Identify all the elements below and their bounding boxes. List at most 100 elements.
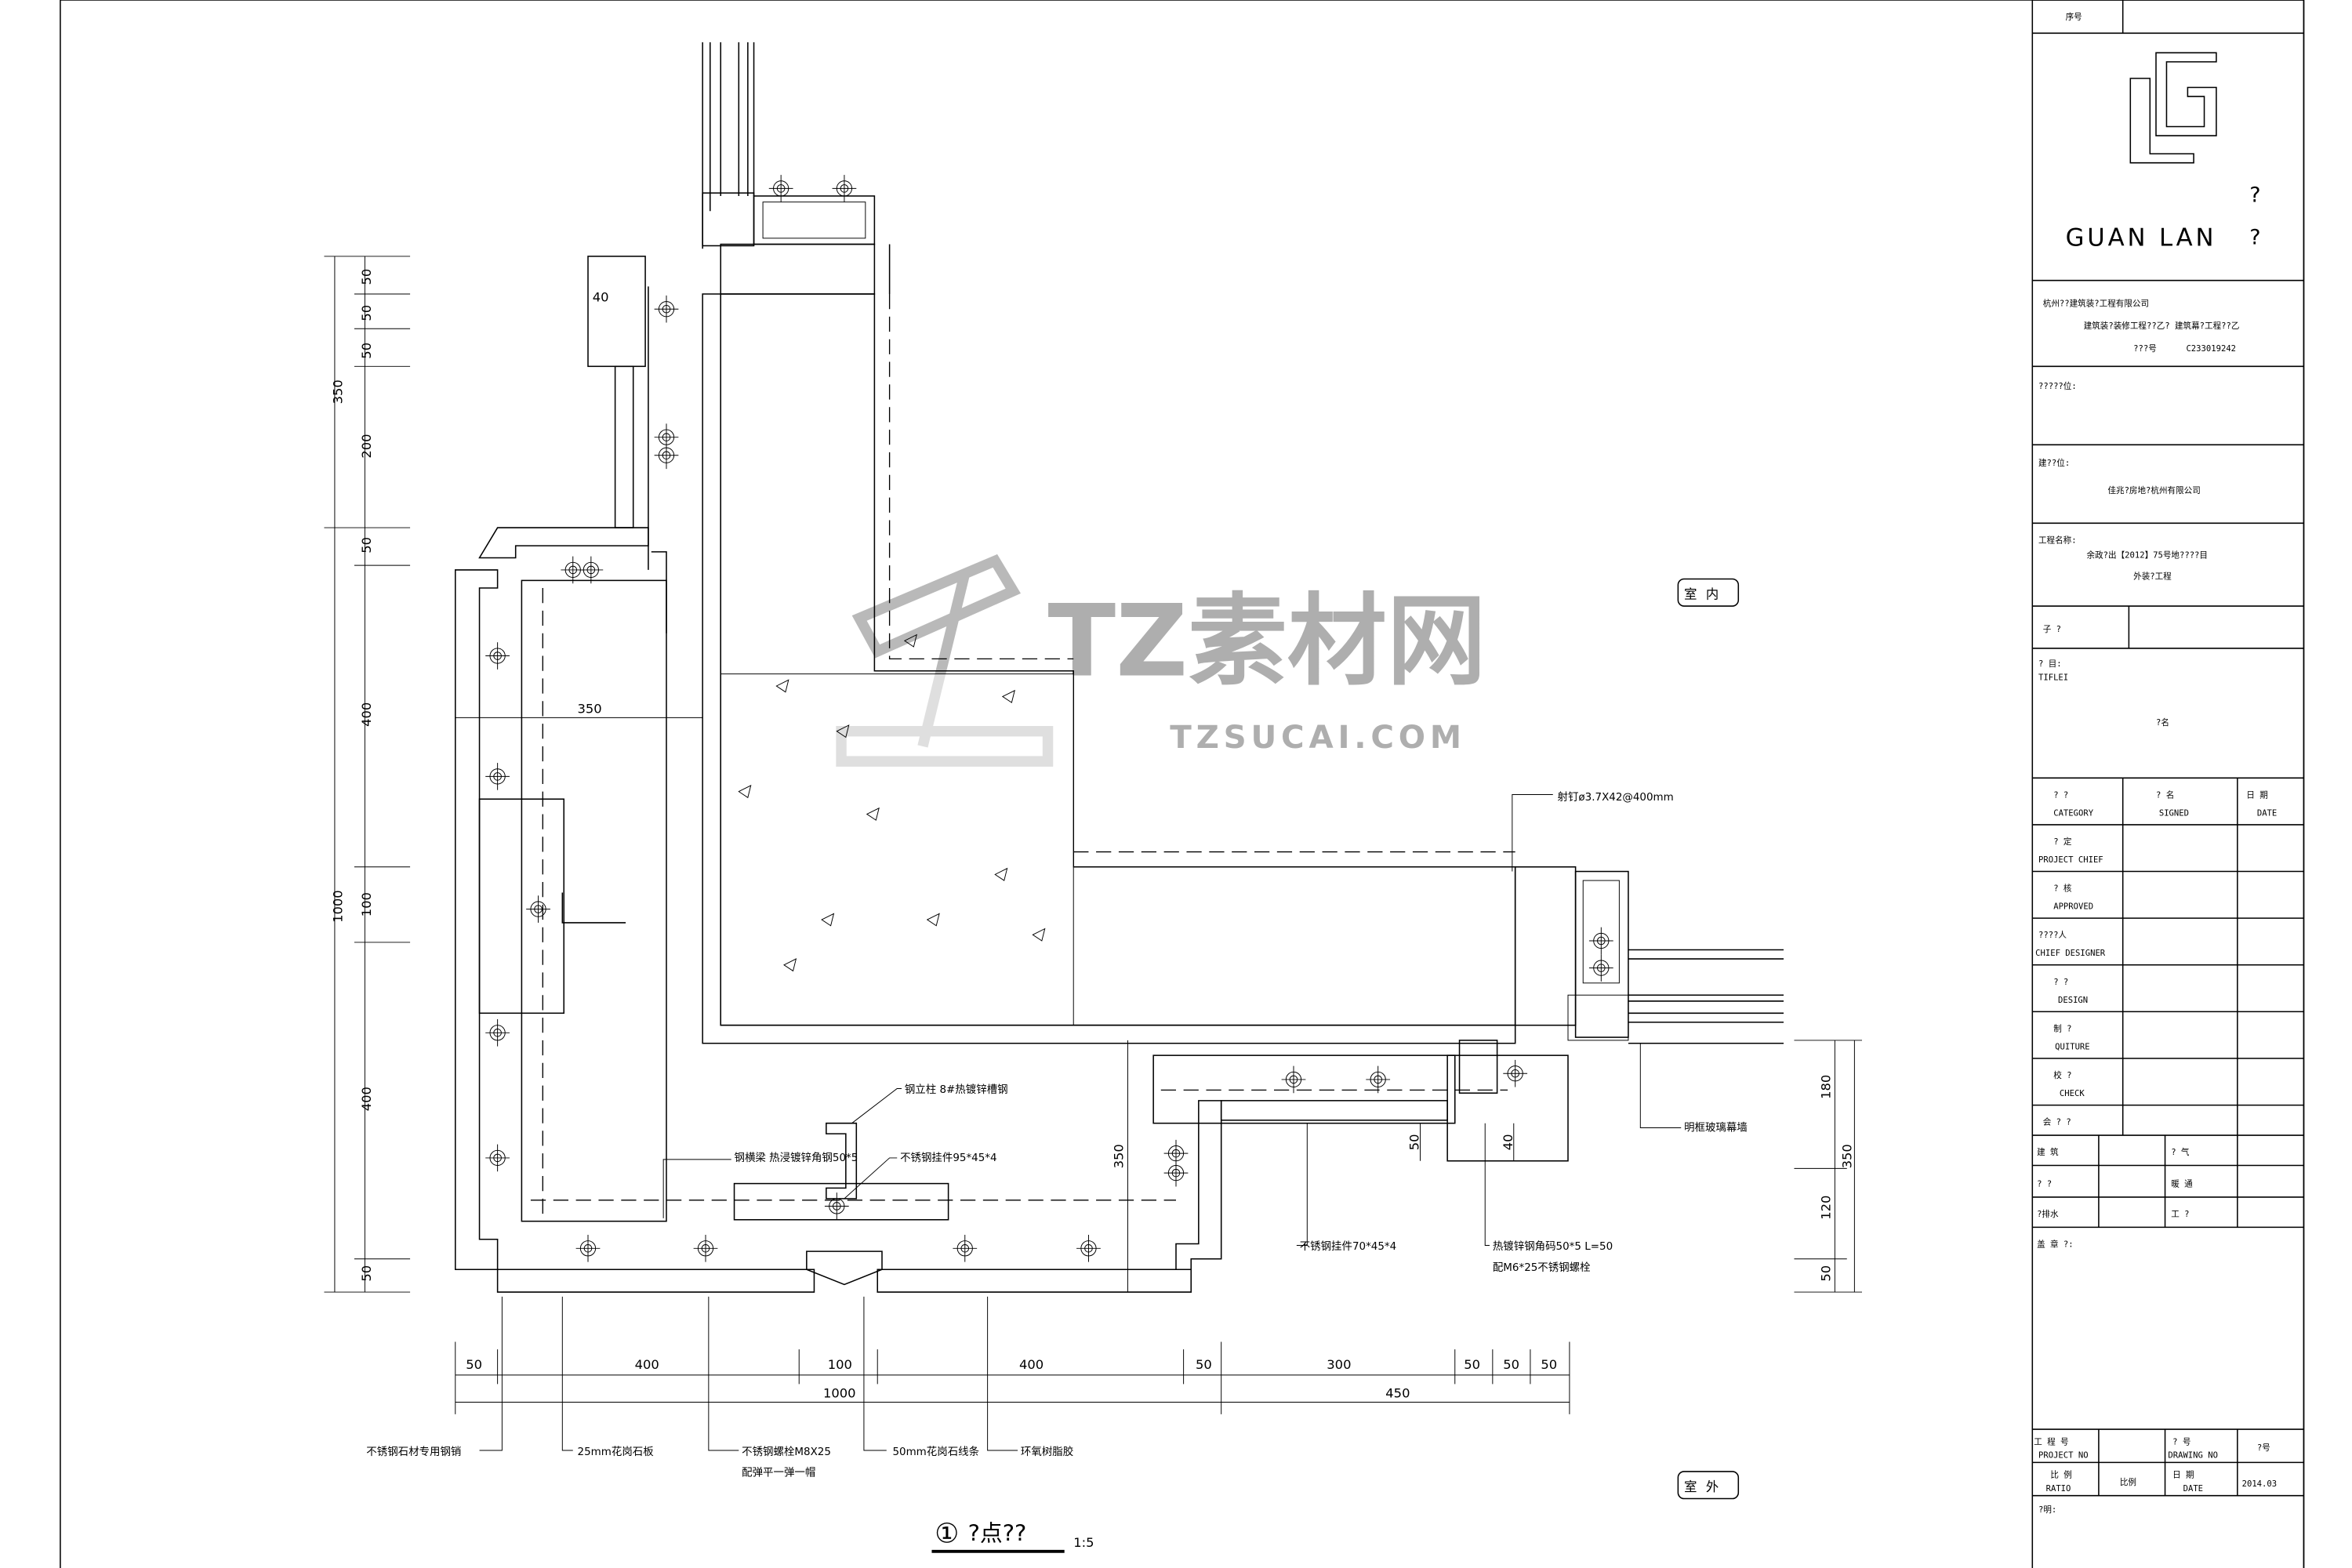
dim-mid-40: 40	[1501, 1134, 1515, 1151]
drawing-title-label: ? 目:	[2038, 659, 2062, 669]
header-date-en: DATE	[2257, 808, 2277, 818]
role-cn: ????人	[2038, 931, 2067, 940]
ratio-cn: 比 例	[2050, 1470, 2071, 1480]
dim-top-40: 40	[593, 290, 609, 305]
callout-glass-wall: 明框玻璃幕墙	[1684, 1120, 1748, 1134]
build-unit-label: 建??位:	[2038, 458, 2070, 468]
dim-left-total-1000: 1000	[331, 890, 346, 923]
callout-hanger-70: 不锈钢挂件70*45*4	[1300, 1240, 1397, 1253]
dim-bottom: 50	[466, 1357, 482, 1372]
role-en: APPROVED	[2053, 902, 2093, 912]
ratio-en: RATIO	[2046, 1484, 2071, 1494]
title-block: 序号 GUAN LAN ? ? 杭州??建筑装?工程有限公司 建筑装?装修工程?…	[2031, 0, 2305, 1568]
callout-steel-column: 钢立柱 8#热镀锌槽钢	[905, 1083, 1008, 1096]
room-label-outside: 室外	[1677, 1471, 1740, 1500]
role-en: CHIEF DESIGNER	[2035, 949, 2106, 958]
discipline: ? 气	[2171, 1147, 2190, 1157]
project-name-line1: 余政?出【2012】75号地????目	[2087, 550, 2208, 561]
dim-right: 180	[1819, 1075, 1834, 1099]
room-label-inside: 室内	[1677, 578, 1740, 607]
drawing-no-cn: ? 号	[2172, 1437, 2190, 1446]
wall-section	[702, 243, 1577, 1044]
dim-bottom: 50	[1464, 1357, 1480, 1372]
svg-text:室外: 室外	[1684, 1479, 1728, 1494]
logo-mark: ?	[2249, 226, 2260, 250]
dim-bottom: 50	[1196, 1357, 1212, 1372]
project-name-line2: 外装?工程	[2133, 571, 2172, 581]
dim-bottom: 50	[1503, 1357, 1519, 1372]
company-logo-icon	[2129, 52, 2217, 164]
dim-bottom-total: 1000	[823, 1386, 856, 1401]
date-value: 2014.03	[2242, 1479, 2278, 1489]
watermark: TZ素材网 TZSUCAI.COM	[836, 554, 1486, 767]
drawing-no-value: ?号	[2257, 1443, 2270, 1453]
concrete-aggregate	[738, 633, 1046, 972]
sheet-border	[60, 0, 2305, 1568]
header-category-en: CATEGORY	[2053, 808, 2094, 818]
detail-number: ①	[935, 1518, 959, 1549]
dim-inner-350: 350	[578, 702, 602, 717]
dimensions-left: 350 1000 50 50 50 200 50 400 100 400 50 …	[324, 256, 703, 1293]
design-unit-label: ?????位:	[2038, 381, 2077, 391]
dim-bottom: 50	[1541, 1357, 1557, 1372]
company-name: 杭州??建筑装?工程有限公司	[2043, 298, 2149, 308]
callout-hanger-95: 不锈钢挂件95*45*4	[900, 1152, 997, 1164]
header-date-cn: 日 期	[2246, 790, 2267, 800]
role-cn: ? 核	[2053, 884, 2072, 894]
detail-scale: 1:5	[1073, 1535, 1094, 1550]
dim-bottom: 400	[1019, 1357, 1044, 1372]
callout-bolt: 不锈钢螺栓M8X25	[742, 1446, 831, 1458]
dim-left: 50	[359, 305, 374, 321]
role-en: CHECK	[2060, 1089, 2085, 1098]
right-insulation	[1514, 866, 1577, 1026]
discipline: 建 筑	[2037, 1147, 2059, 1157]
project-label: 工程名称:	[2038, 535, 2077, 545]
cert-number: C233019242	[2186, 344, 2236, 354]
svg-text:室内: 室内	[1684, 586, 1728, 601]
drawing-name: ?名	[2156, 717, 2169, 728]
header-signed-en: SIGNED	[2159, 808, 2189, 818]
concrete-block	[720, 673, 1074, 1025]
dim-left: 50	[359, 1265, 374, 1282]
right-glass-frame	[1567, 870, 1784, 1044]
dim-left: 100	[359, 892, 374, 916]
dim-left: 50	[359, 269, 374, 285]
date-cn: 日 期	[2172, 1471, 2194, 1480]
callout-angle-code-bolt: 配M6*25不锈钢螺栓	[1493, 1261, 1591, 1274]
role-en: DESIGN	[2058, 996, 2088, 1005]
callouts: 钢立柱 8#热镀锌槽钢 钢横梁 热浸镀锌角钢50*5 不锈钢挂件95*45*4 …	[366, 791, 1747, 1479]
dimensions-bottom: 50 400 100 400 50 300 50 50 50 1000 450	[455, 1341, 1570, 1414]
build-unit: 佳兆?房地?杭州有限公司	[2107, 485, 2200, 495]
dim-left-total-350: 350	[331, 379, 346, 404]
date-en: DATE	[2183, 1484, 2203, 1494]
cert-label: ???号	[2133, 344, 2157, 354]
role-cn: 会 ? ?	[2043, 1117, 2071, 1127]
ratio-value: 比例	[2120, 1477, 2136, 1487]
watermark-brand: TZ素材网	[1048, 583, 1486, 699]
callout-granite-25: 25mm花岗石板	[578, 1446, 654, 1458]
drawing-no-en: DRAWING NO	[2168, 1451, 2218, 1461]
role-en: PROJECT CHIEF	[2038, 855, 2103, 865]
callout-steel-beam: 钢横梁 热浸镀锌角钢50*5	[735, 1151, 858, 1164]
dim-left: 400	[359, 702, 374, 727]
dim-bottom: 400	[635, 1357, 659, 1372]
sub-item-label: 子 ?	[2043, 625, 2061, 634]
dim-right-total: 350	[1840, 1144, 1855, 1168]
role-cn: ? ?	[2053, 978, 2068, 987]
watermark-url: TZSUCAI.COM	[1170, 719, 1466, 756]
callout-granite-50: 50mm花岗石线条	[892, 1445, 979, 1458]
discipline: ? ?	[2037, 1179, 2052, 1189]
dim-left: 400	[359, 1087, 374, 1111]
dimensions-right: 350 50 40 180 120 50 350	[1112, 1040, 1862, 1293]
dim-left: 200	[359, 434, 374, 458]
stamp-label: 盖 章 ?:	[2037, 1239, 2074, 1249]
role-cn: 制 ?	[2053, 1023, 2071, 1033]
dim-mid-350: 350	[1112, 1144, 1127, 1168]
dim-mid-50: 50	[1407, 1134, 1422, 1151]
discipline: ?排水	[2037, 1209, 2059, 1219]
notes-label: ?明:	[2038, 1505, 2056, 1515]
dim-right: 50	[1819, 1265, 1834, 1282]
callout-bolt-washer: 配弹平一弹一帽	[742, 1467, 815, 1479]
discipline: 暖 通	[2171, 1178, 2193, 1189]
